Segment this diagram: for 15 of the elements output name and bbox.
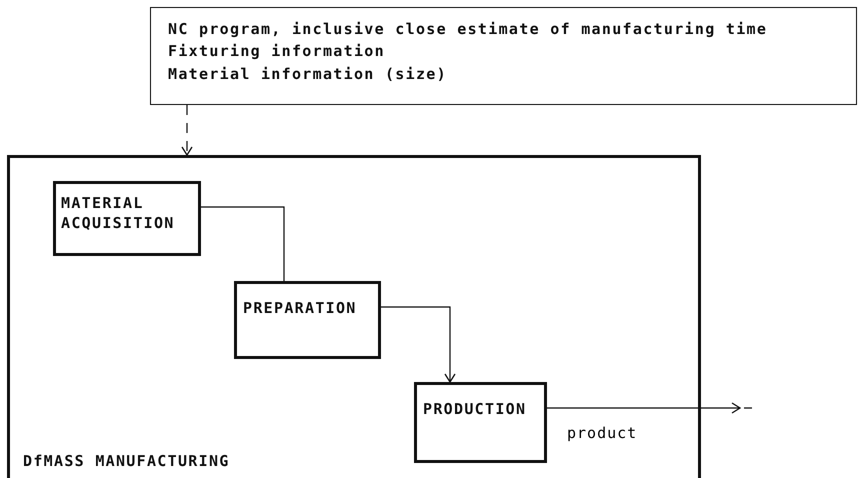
arrow [381,306,456,383]
frame-title: DfMASS MANUFACTURING [23,452,230,472]
arrow [181,105,193,156]
process-box [234,281,381,359]
process-box [53,181,201,256]
process-box [414,382,547,463]
process-label: PREPARATION [243,299,357,318]
info-line: NC program, inclusive close estimate of manufacturing time [168,20,768,40]
connector-line [201,206,285,281]
process-frame [7,155,701,478]
info-line: Fixturing information [168,42,385,62]
info-line: Material information (size) [168,65,447,84]
info-box [150,7,857,105]
process-label: MATERIAL ACQUISITION [61,194,176,233]
process-label: PRODUCTION [423,400,526,420]
